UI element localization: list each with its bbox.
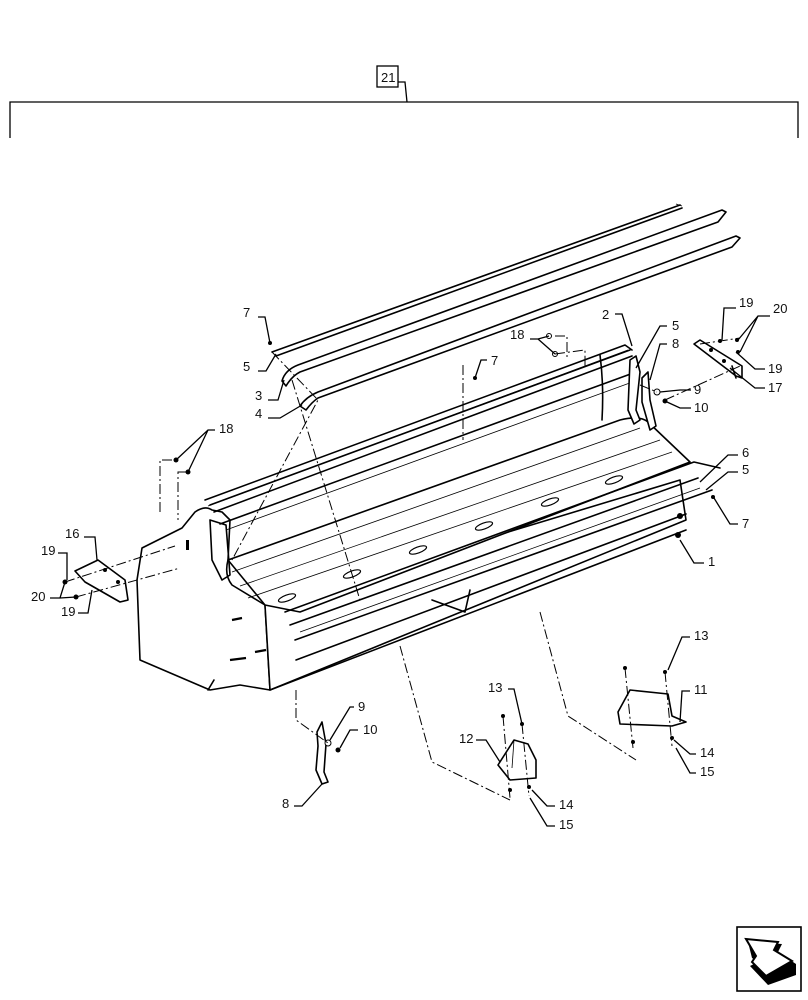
callout-10[interactable]: 10 bbox=[694, 400, 708, 415]
alignment-lines bbox=[64, 335, 741, 801]
callout-3[interactable]: 3 bbox=[255, 388, 262, 403]
callout-13[interactable]: 13 bbox=[694, 628, 708, 643]
callout-4[interactable]: 4 bbox=[255, 406, 262, 421]
callout-20[interactable]: 20 bbox=[31, 589, 45, 604]
callout-7[interactable]: 7 bbox=[491, 353, 498, 368]
strip-part-3 bbox=[281, 209, 727, 387]
return-arrow-icon[interactable] bbox=[736, 926, 802, 992]
callout-12[interactable]: 12 bbox=[459, 731, 473, 746]
callout-5[interactable]: 5 bbox=[672, 318, 679, 333]
callout-11[interactable]: 11 bbox=[694, 682, 708, 697]
callout-14[interactable]: 14 bbox=[559, 797, 573, 812]
trough-body-part-1 bbox=[136, 349, 721, 691]
assembly-callout-21[interactable]: 21 bbox=[381, 70, 395, 85]
callout-8[interactable]: 8 bbox=[672, 336, 679, 351]
callout-10[interactable]: 10 bbox=[363, 722, 377, 737]
callout-19[interactable]: 19 bbox=[739, 295, 753, 310]
callout-19[interactable]: 19 bbox=[768, 361, 782, 376]
callout-14[interactable]: 14 bbox=[700, 745, 714, 760]
callout-6[interactable]: 6 bbox=[742, 445, 749, 460]
callout-19[interactable]: 19 bbox=[61, 604, 75, 619]
bracket-part-16 bbox=[62, 559, 129, 603]
rear-cover-part-2 bbox=[204, 344, 633, 507]
callout-5[interactable]: 5 bbox=[243, 359, 250, 374]
callout-2[interactable]: 2 bbox=[602, 307, 609, 322]
callout-17[interactable]: 17 bbox=[768, 380, 782, 395]
callout-9[interactable]: 9 bbox=[694, 382, 701, 397]
callout-18[interactable]: 18 bbox=[510, 327, 524, 342]
callout-16[interactable]: 16 bbox=[65, 526, 79, 541]
callout-1[interactable]: 1 bbox=[708, 554, 715, 569]
callout-8[interactable]: 8 bbox=[282, 796, 289, 811]
callout-15[interactable]: 15 bbox=[700, 764, 714, 779]
bracket-part-8-left bbox=[315, 721, 341, 785]
right-bracket-part-8 bbox=[641, 371, 657, 431]
callout-18[interactable]: 18 bbox=[219, 421, 233, 436]
callout-20[interactable]: 20 bbox=[773, 301, 787, 316]
callout-19[interactable]: 19 bbox=[41, 543, 55, 558]
callout-5[interactable]: 5 bbox=[742, 462, 749, 477]
strip-part-5 bbox=[271, 203, 683, 357]
callout-13[interactable]: 13 bbox=[488, 680, 502, 695]
strip-part-4 bbox=[299, 235, 741, 411]
callout-9[interactable]: 9 bbox=[358, 699, 365, 714]
callout-7[interactable]: 7 bbox=[742, 516, 749, 531]
leader-lines bbox=[50, 307, 770, 827]
callout-7[interactable]: 7 bbox=[243, 305, 250, 320]
right-bracket-part-5 bbox=[627, 355, 641, 425]
assembly-bracket bbox=[9, 65, 799, 138]
callout-15[interactable]: 15 bbox=[559, 817, 573, 832]
callout-labels: 21 7 5 3 4 7 18 2 5 8 9 10 19 20 19 17 1… bbox=[31, 70, 787, 832]
